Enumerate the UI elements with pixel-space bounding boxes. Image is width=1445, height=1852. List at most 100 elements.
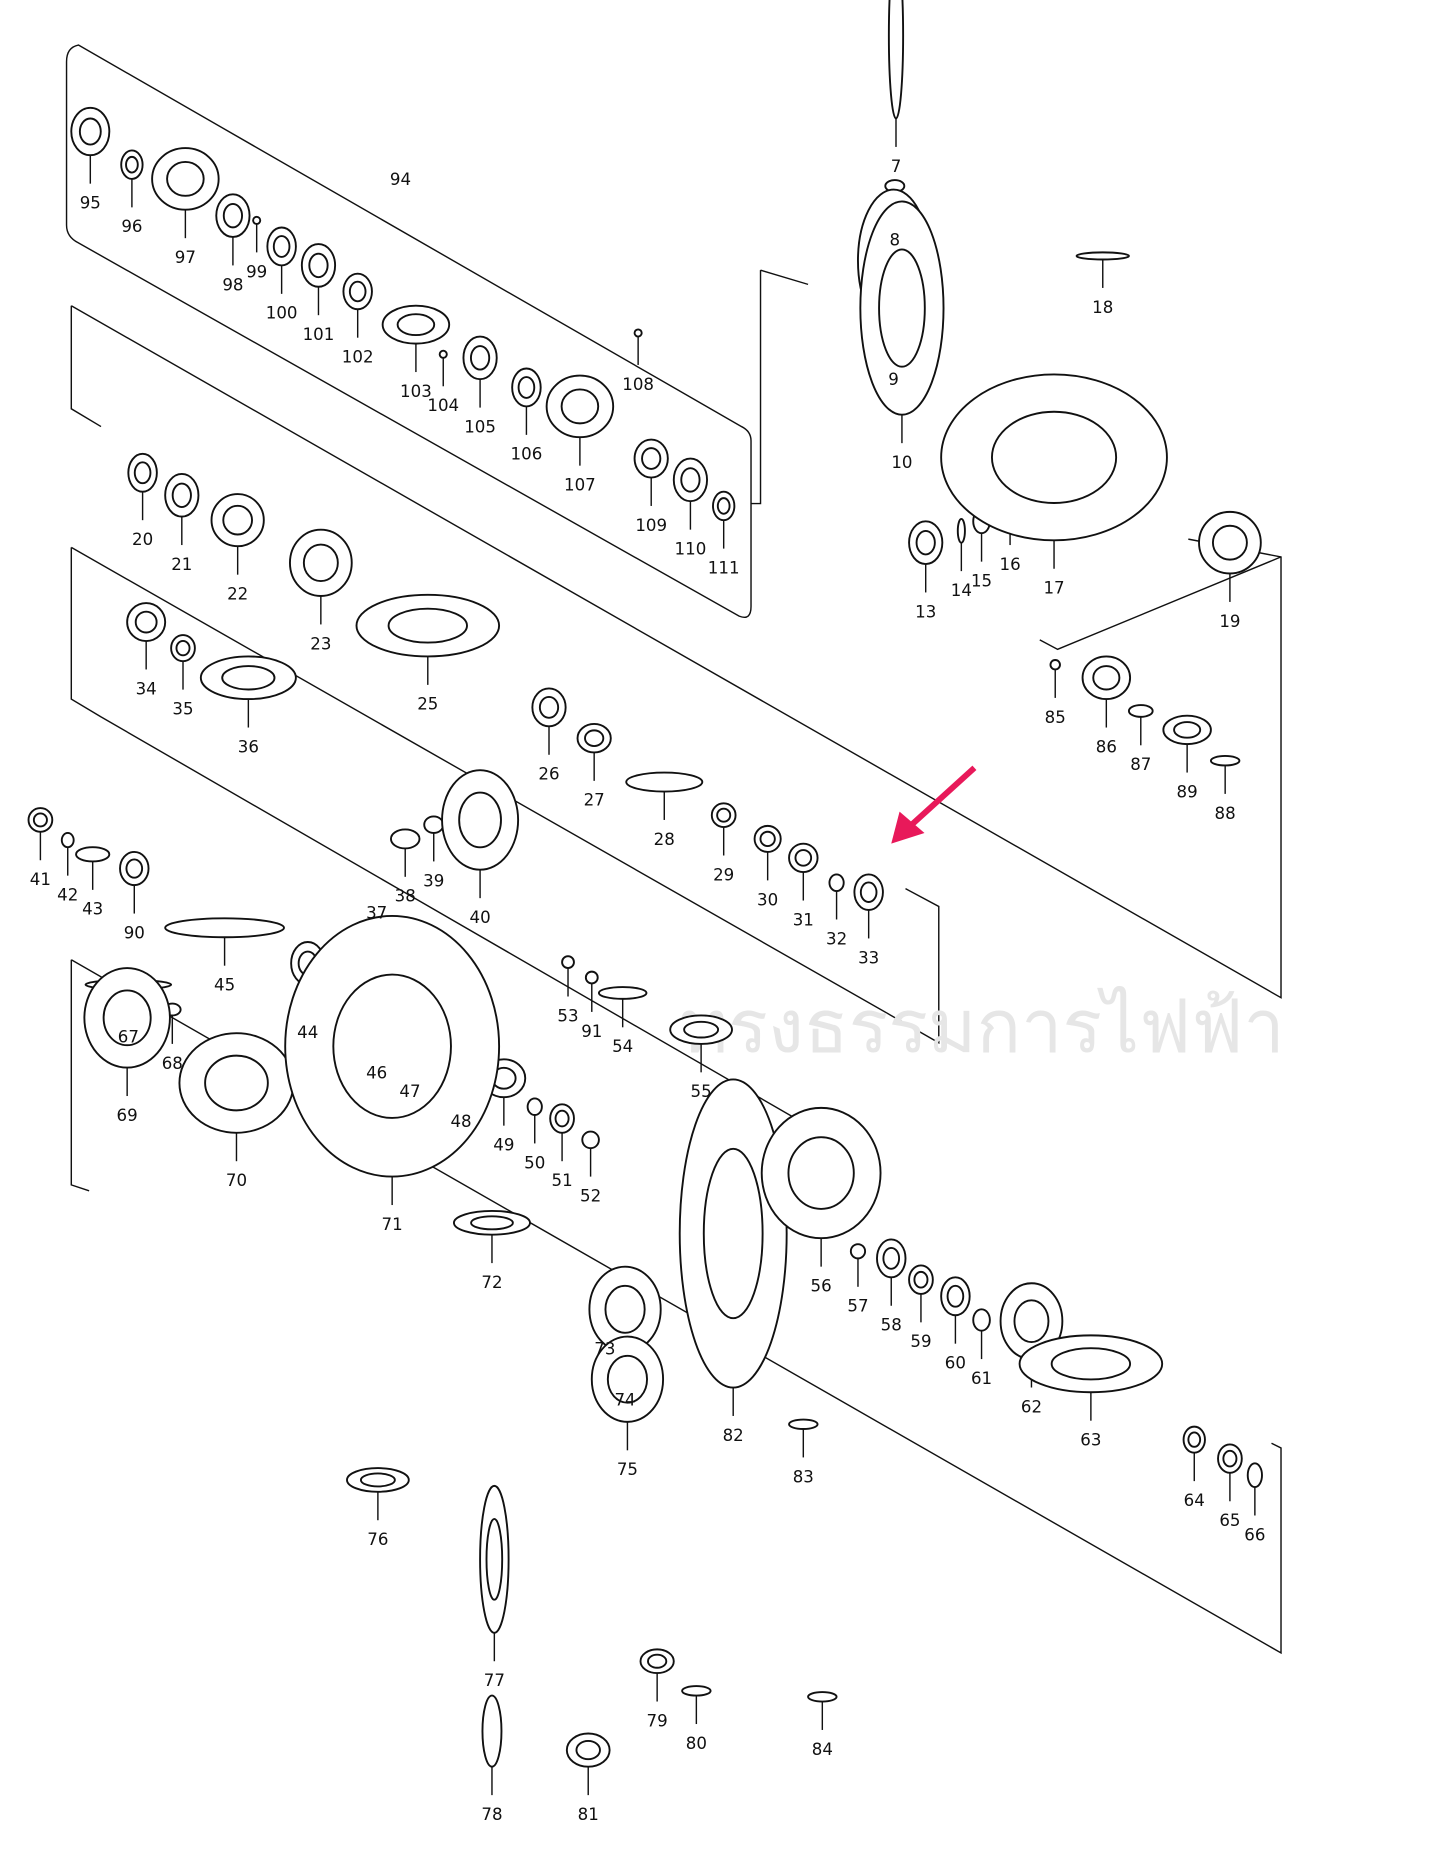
part-number-label: 52 bbox=[580, 1187, 601, 1206]
part-number-label: 98 bbox=[222, 275, 243, 294]
part-number-label: 80 bbox=[686, 1734, 707, 1753]
part-69-bore bbox=[102, 989, 152, 1047]
part-number-label: 47 bbox=[399, 1082, 420, 1101]
part-52[interactable] bbox=[581, 1130, 600, 1150]
part-number-label: 31 bbox=[793, 910, 814, 929]
part-39[interactable] bbox=[423, 815, 445, 834]
part-number-label: 65 bbox=[1219, 1511, 1240, 1530]
part-number-label: 91 bbox=[581, 1022, 602, 1041]
part-18[interactable] bbox=[1075, 251, 1130, 261]
part-61[interactable] bbox=[972, 1308, 991, 1332]
part-56-bore bbox=[787, 1136, 855, 1210]
part-62-bore bbox=[1013, 1299, 1050, 1343]
part-number-label: 84 bbox=[812, 1740, 833, 1759]
part-40-bore bbox=[458, 791, 502, 849]
part-89-bore bbox=[1173, 721, 1202, 739]
part-109-bore bbox=[641, 447, 662, 470]
part-28[interactable] bbox=[625, 771, 704, 793]
part-number-label: 55 bbox=[691, 1082, 712, 1101]
part-number-label: 89 bbox=[1177, 782, 1198, 801]
part-84[interactable] bbox=[807, 1691, 838, 1703]
part-83[interactable] bbox=[788, 1418, 819, 1430]
part-38[interactable] bbox=[390, 828, 421, 850]
frame-group-94 bbox=[65, 44, 752, 619]
part-106-bore bbox=[517, 376, 536, 399]
part-111-bore bbox=[716, 497, 731, 515]
part-number-label: 64 bbox=[1184, 1491, 1205, 1510]
part-number-label: 109 bbox=[635, 516, 667, 535]
part-50[interactable] bbox=[526, 1097, 543, 1116]
part-number-label: 69 bbox=[117, 1106, 138, 1125]
part-number-label: 95 bbox=[80, 194, 101, 213]
frame-group-2 bbox=[70, 269, 1282, 999]
part-number-label: 103 bbox=[400, 382, 432, 401]
part-number-label: 67 bbox=[118, 1028, 139, 1047]
part-41-bore bbox=[32, 812, 48, 828]
part-number-label: 100 bbox=[266, 304, 298, 323]
part-number-label: 87 bbox=[1130, 755, 1151, 774]
part-number-label: 41 bbox=[30, 870, 51, 889]
part-43[interactable] bbox=[75, 846, 111, 863]
part-number-label: 38 bbox=[395, 887, 416, 906]
part-80[interactable] bbox=[681, 1685, 712, 1697]
part-number-label: 21 bbox=[171, 555, 192, 574]
part-number-label: 28 bbox=[654, 830, 675, 849]
part-70-bore bbox=[204, 1054, 269, 1112]
part-number-label: 50 bbox=[524, 1153, 545, 1172]
part-96-bore bbox=[125, 155, 139, 174]
part-85[interactable] bbox=[1049, 659, 1061, 671]
labels-layer: 9596979899100101102103104105106107108109… bbox=[30, 157, 1266, 1824]
part-71-bore bbox=[332, 973, 452, 1119]
part-14[interactable] bbox=[956, 518, 966, 544]
part-102-bore bbox=[348, 280, 367, 303]
part-54[interactable] bbox=[597, 986, 648, 1000]
part-number-label: 57 bbox=[847, 1297, 868, 1316]
part-99[interactable] bbox=[252, 215, 262, 225]
part-59-bore bbox=[913, 1270, 929, 1289]
part-number-label: 63 bbox=[1080, 1431, 1101, 1450]
part-number-label: 107 bbox=[564, 476, 596, 495]
part-57[interactable] bbox=[849, 1243, 867, 1260]
part-97-bore bbox=[166, 161, 205, 197]
part-88[interactable] bbox=[1209, 755, 1241, 767]
part-number-label: 68 bbox=[162, 1054, 183, 1073]
part-91[interactable] bbox=[584, 970, 599, 985]
part-number-label: 22 bbox=[227, 585, 248, 604]
part-number-label: 83 bbox=[793, 1467, 814, 1486]
part-number-label: 66 bbox=[1244, 1525, 1265, 1544]
part-number-label: 37 bbox=[366, 903, 387, 922]
part-17-bore bbox=[991, 410, 1118, 504]
part-34-bore bbox=[134, 610, 158, 634]
part-number-label: 51 bbox=[551, 1171, 572, 1190]
part-100-bore bbox=[272, 235, 291, 258]
part-number-label: 19 bbox=[1219, 612, 1240, 631]
part-78[interactable] bbox=[481, 1694, 503, 1768]
part-53[interactable] bbox=[561, 955, 575, 970]
part-98-bore bbox=[222, 202, 244, 229]
part-number-label: 45 bbox=[214, 976, 235, 995]
part-76-bore bbox=[359, 1472, 396, 1488]
part-66[interactable] bbox=[1246, 1462, 1263, 1488]
part-104[interactable] bbox=[438, 349, 448, 359]
part-number-label: 90 bbox=[124, 923, 145, 942]
part-number-label: 60 bbox=[945, 1354, 966, 1373]
part-number-label: 99 bbox=[246, 262, 267, 281]
part-108[interactable] bbox=[633, 328, 643, 338]
part-number-label: 88 bbox=[1215, 804, 1236, 823]
part-7[interactable] bbox=[887, 0, 905, 120]
part-22-bore bbox=[222, 504, 253, 536]
part-42[interactable] bbox=[60, 832, 75, 849]
part-81-bore bbox=[575, 1740, 601, 1761]
part-number-label: 14 bbox=[951, 581, 972, 600]
part-110-bore bbox=[680, 467, 701, 493]
part-45[interactable] bbox=[164, 917, 285, 939]
part-number-label: 26 bbox=[538, 765, 559, 784]
part-87[interactable] bbox=[1127, 704, 1154, 718]
part-20-bore bbox=[133, 461, 152, 485]
part-13-bore bbox=[915, 530, 936, 556]
part-32[interactable] bbox=[828, 873, 845, 892]
part-number-label: 102 bbox=[342, 348, 374, 367]
part-35-bore bbox=[175, 640, 191, 657]
part-number-label: 94 bbox=[390, 170, 411, 189]
